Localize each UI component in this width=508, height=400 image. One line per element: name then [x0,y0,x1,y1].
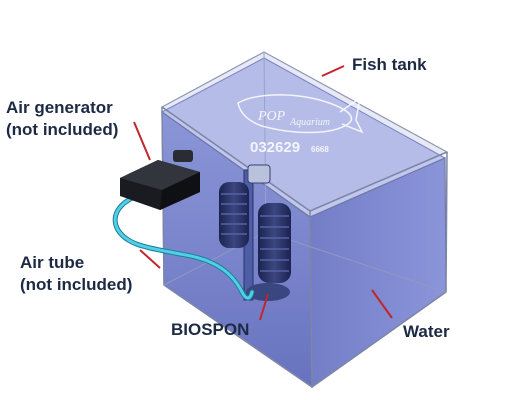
sponge-left [219,182,249,248]
filter-base [246,283,290,301]
tank-edge-bottom-right [265,231,447,293]
sponge-left-ribs [221,193,247,235]
arrow-air-generator [133,121,151,161]
label-fish-tank: Fish tank [352,55,427,74]
arrow-fish-tank [321,65,345,77]
label-water: Water [403,322,450,341]
air-pump-icon [120,150,200,210]
fish-tail-icon [339,96,364,134]
label-air-tube: Air tube [20,253,85,272]
label-air-tube-note: (not included) [20,275,133,294]
tank-edge-top-front [161,106,311,212]
sponge-right [258,203,291,283]
arrow-water [371,289,393,319]
label-biospon: BIOSPON [171,320,250,339]
watermark-phone-suffix: 6668 [311,145,329,154]
tank-edge-back [263,51,267,233]
sponge-right-ribs [260,215,289,272]
arrow-air-tube [139,249,161,269]
watermark-phone: 032629 [250,139,300,156]
watermark-brand-pop: POP [257,109,286,124]
tank-edge-corner [309,210,313,388]
air-tube-icon [113,191,254,300]
air-pump-knob [173,150,193,162]
watermark-brand-aquarium: Aquarium [289,117,330,128]
watermark: POP Aquarium 032629 6668 [237,94,364,156]
pointer-arrows [133,65,393,321]
label-air-generator: Air generator [6,98,113,117]
outlet-cap [247,164,271,184]
arrow-biospon [259,293,269,321]
air-pump-top [120,160,200,190]
label-air-generator-note: (not included) [6,120,119,139]
tank-edge-top-side [309,151,448,212]
fish-logo-icon [237,94,353,134]
air-pump-side [160,172,200,210]
